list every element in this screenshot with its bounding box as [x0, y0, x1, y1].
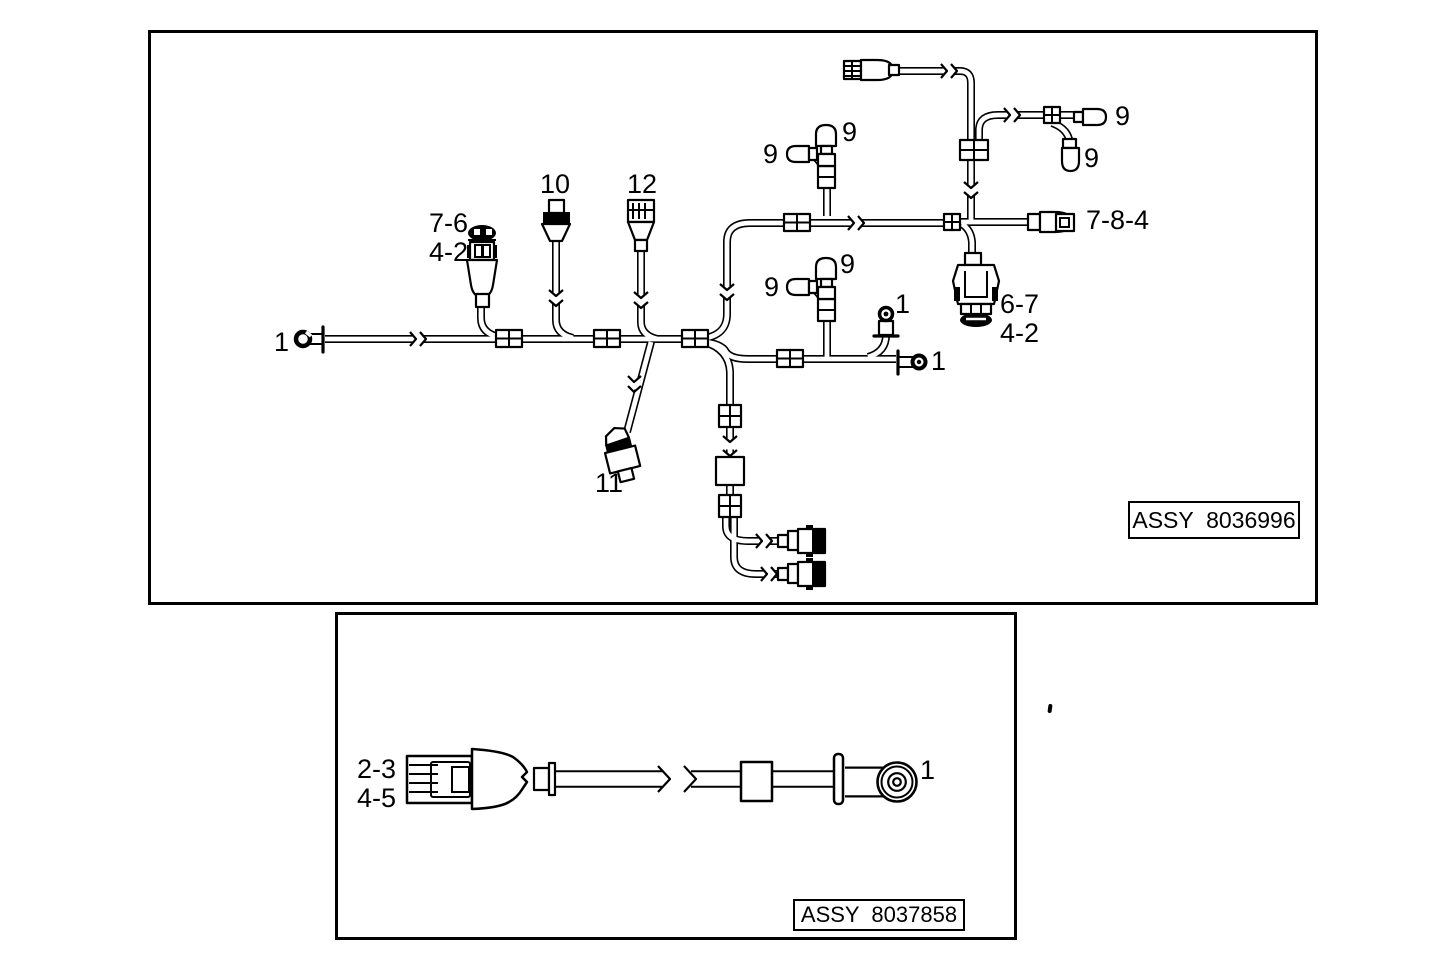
callout-conn11: 11: [595, 468, 624, 498]
sleeve: [714, 455, 746, 487]
callout-conn67-line1: 6-7: [1000, 289, 1040, 319]
callout-screw: 1: [895, 289, 911, 319]
conn-67-42: [951, 251, 1001, 327]
clamp: [717, 493, 743, 519]
clamp: [494, 328, 524, 349]
callout-ring-bottom: 1: [920, 755, 936, 785]
conn-76-42: [465, 225, 499, 309]
bundle-block: [958, 138, 990, 162]
bulb-conn-lower: [776, 558, 827, 590]
cable-sleeve: [739, 760, 774, 803]
callout-conn23-line1: 2-3: [357, 754, 397, 784]
spade-terminals-9-middle: [785, 256, 838, 301]
assy-number-box-top: ASSY 8036996: [1128, 501, 1300, 539]
clamp: [717, 403, 743, 429]
harness-clamps: [494, 105, 1062, 519]
top-panel-frame: [148, 30, 1318, 605]
clamp: [782, 212, 812, 233]
clamp: [942, 212, 962, 232]
callout-9-right-down: 9: [1084, 143, 1100, 173]
callout-9-mid-left: 9: [764, 272, 780, 302]
assy-number-box-bottom: ASSY 8037858: [793, 899, 965, 931]
bulb-conn-upper: [776, 525, 827, 557]
assy-number-top: ASSY 8036996: [1132, 506, 1296, 533]
callout-conn67-line2: 4-2: [1000, 317, 1040, 348]
conn-12: [626, 198, 656, 253]
conn-top-plug: [842, 58, 901, 82]
conn-11: [603, 426, 642, 484]
ring-terminal-right: [896, 349, 928, 376]
callout-9-upper-left: 9: [763, 139, 779, 169]
callout-9-mid-up: 9: [840, 249, 856, 279]
ring-terminal-bottom: [832, 752, 918, 806]
spade-terminals-9-right: [1060, 107, 1108, 173]
screw-terminal: [872, 305, 900, 338]
conn-784: [1026, 210, 1076, 234]
callout-conn10: 10: [540, 169, 571, 199]
callout-9-upper-up: 9: [842, 117, 858, 147]
callout-ring-right: 1: [931, 346, 947, 376]
cable-break-marks: [409, 63, 1022, 794]
callout-conn76-line2: 4-2: [428, 236, 468, 267]
callout-conn23-line2: 4-5: [357, 782, 397, 813]
clamp: [1042, 105, 1062, 125]
splice-collar: [816, 164, 837, 190]
callout-conn76-line1: 7-6: [428, 208, 468, 238]
assy-number-bottom: ASSY 8037858: [800, 902, 958, 927]
callout-ring-left: 1: [274, 327, 290, 357]
wire-outlines: [310, 71, 1076, 782]
spade-terminals-9-upper: [785, 123, 838, 168]
callout-9-right-right: 9: [1115, 101, 1131, 131]
clamp: [592, 328, 622, 349]
ring-terminal-left: [293, 325, 325, 354]
callout-conn784: 7-8-4: [1086, 205, 1150, 235]
conn-23-45: [405, 747, 529, 811]
bottom-panel-frame: [335, 612, 1017, 940]
callout-conn12: 12: [627, 169, 658, 199]
wire-cores: [310, 71, 1076, 782]
clamp: [680, 328, 710, 349]
clamp: [775, 348, 805, 369]
cable-collar: [532, 761, 557, 797]
conn-10: [540, 198, 572, 243]
splice-collar: [816, 297, 837, 323]
